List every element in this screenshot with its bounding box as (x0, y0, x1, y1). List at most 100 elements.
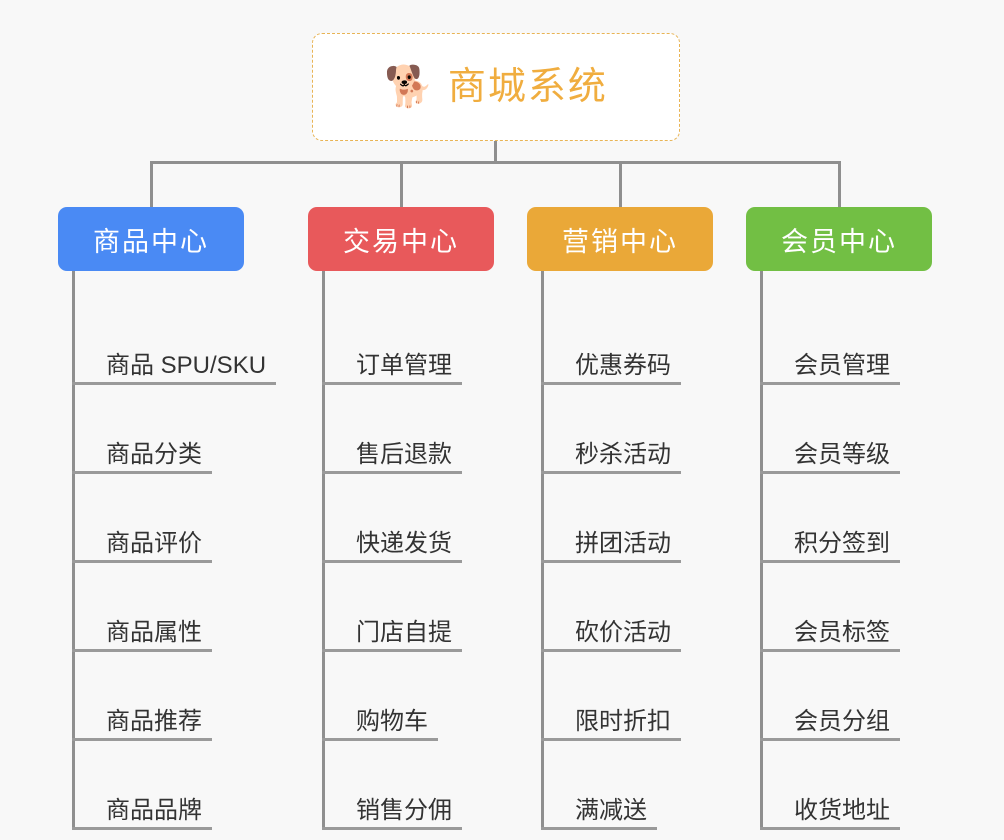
leaf-underline (760, 649, 900, 652)
leaf-item-label: 商品评价 (106, 529, 202, 557)
leaf-item[interactable]: 秒杀活动 (541, 385, 713, 474)
leaf-item[interactable]: 商品品牌 (72, 741, 244, 830)
connector-drop-2 (400, 161, 403, 207)
category-label: 营销中心 (562, 226, 678, 257)
leaf-underline (322, 827, 462, 830)
category-card-1[interactable]: 商品中心 (58, 207, 244, 271)
leaf-item-label: 商品 SPU/SKU (106, 351, 267, 379)
category-label: 商品中心 (93, 226, 209, 257)
leaf-item[interactable]: 商品推荐 (72, 652, 244, 741)
leaf-item[interactable]: 限时折扣 (541, 652, 713, 741)
leaf-list-1: 商品 SPU/SKU 商品分类商品评价商品属性商品推荐商品品牌 (72, 271, 276, 830)
leaf-item[interactable]: 收货地址 (760, 741, 932, 830)
leaf-item[interactable]: 会员等级 (760, 385, 932, 474)
connector-drop-3 (619, 161, 622, 207)
leaf-item[interactable]: 商品 SPU/SKU (72, 296, 276, 385)
leaf-item-label: 会员标签 (794, 618, 890, 646)
leaf-item[interactable]: 积分签到 (760, 474, 932, 563)
category-card-2[interactable]: 交易中心 (308, 207, 494, 271)
leaf-underline (760, 382, 900, 385)
leaf-item-label: 订单管理 (356, 351, 452, 379)
leaf-trunk (541, 271, 544, 830)
leaf-item-label: 商品品牌 (106, 796, 202, 824)
leaf-list-2: 订单管理售后退款快递发货门店自提购物车销售分佣 (322, 271, 494, 830)
leaf-item[interactable]: 售后退款 (322, 385, 494, 474)
leaf-trunk (322, 271, 325, 830)
category-label: 会员中心 (781, 226, 897, 257)
leaf-underline (72, 382, 276, 385)
leaf-item[interactable]: 会员分组 (760, 652, 932, 741)
leaf-underline (72, 738, 212, 741)
connector-drop-1 (150, 161, 153, 207)
connector-bus (150, 161, 841, 164)
leaf-item-label: 砍价活动 (575, 618, 671, 646)
leaf-list-3: 优惠券码秒杀活动拼团活动砍价活动限时折扣满减送 (541, 271, 713, 830)
category-column-4: 会员中心会员管理会员等级积分签到会员标签会员分组收货地址 (746, 207, 932, 830)
leaf-item-label: 积分签到 (794, 529, 890, 557)
leaf-item[interactable]: 满减送 (541, 741, 713, 830)
leaf-item[interactable]: 会员标签 (760, 563, 932, 652)
leaf-item-label: 秒杀活动 (575, 440, 671, 468)
leaf-item[interactable]: 优惠券码 (541, 296, 713, 385)
leaf-item[interactable]: 拼团活动 (541, 474, 713, 563)
leaf-underline (541, 382, 681, 385)
leaf-item-label: 收货地址 (794, 796, 890, 824)
leaf-underline (322, 471, 462, 474)
connector-stem (494, 141, 497, 163)
leaf-item-label: 快递发货 (356, 529, 452, 557)
leaf-item-label: 商品属性 (106, 618, 202, 646)
leaf-underline (760, 560, 900, 563)
leaf-item[interactable]: 门店自提 (322, 563, 494, 652)
leaf-item-label: 会员管理 (794, 351, 890, 379)
leaf-item[interactable]: 销售分佣 (322, 741, 494, 830)
leaf-underline (541, 560, 681, 563)
leaf-item[interactable]: 商品分类 (72, 385, 244, 474)
leaf-underline (322, 560, 462, 563)
category-column-2: 交易中心订单管理售后退款快递发货门店自提购物车销售分佣 (308, 207, 494, 830)
leaf-item-label: 优惠券码 (575, 351, 671, 379)
leaf-underline (541, 649, 681, 652)
root-node-title: 商城系统 (447, 66, 608, 108)
leaf-trunk (760, 271, 763, 830)
leaf-item[interactable]: 商品属性 (72, 563, 244, 652)
leaf-underline (322, 382, 462, 385)
leaf-item-label: 拼团活动 (575, 529, 671, 557)
leaf-underline (72, 649, 212, 652)
connector-drop-4 (838, 161, 841, 207)
category-card-3[interactable]: 营销中心 (527, 207, 713, 271)
category-column-3: 营销中心优惠券码秒杀活动拼团活动砍价活动限时折扣满减送 (527, 207, 713, 830)
leaf-item-label: 购物车 (356, 707, 428, 735)
leaf-list-4: 会员管理会员等级积分签到会员标签会员分组收货地址 (760, 271, 932, 830)
leaf-underline (760, 471, 900, 474)
root-node[interactable]: 🐕 商城系统 (312, 33, 680, 141)
leaf-item-label: 售后退款 (356, 440, 452, 468)
leaf-underline (541, 738, 681, 741)
leaf-item-label: 商品推荐 (106, 707, 202, 735)
category-column-1: 商品中心商品 SPU/SKU 商品分类商品评价商品属性商品推荐商品品牌 (58, 207, 276, 830)
leaf-underline (541, 471, 681, 474)
leaf-item-label: 商品分类 (106, 440, 202, 468)
leaf-item[interactable]: 砍价活动 (541, 563, 713, 652)
leaf-item[interactable]: 会员管理 (760, 296, 932, 385)
leaf-underline (322, 738, 438, 741)
leaf-underline (760, 827, 900, 830)
leaf-underline (322, 649, 462, 652)
leaf-item-label: 门店自提 (356, 618, 452, 646)
leaf-underline (72, 471, 212, 474)
shiba-dog-emoji-icon: 🐕 (384, 65, 434, 109)
leaf-item-label: 会员分组 (794, 707, 890, 735)
leaf-item-label: 限时折扣 (575, 707, 671, 735)
leaf-underline (72, 827, 212, 830)
leaf-underline (541, 827, 657, 830)
leaf-underline (760, 738, 900, 741)
leaf-trunk (72, 271, 75, 830)
leaf-underline (72, 560, 212, 563)
leaf-item[interactable]: 快递发货 (322, 474, 494, 563)
leaf-item[interactable]: 商品评价 (72, 474, 244, 563)
category-card-4[interactable]: 会员中心 (746, 207, 932, 271)
leaf-item-label: 销售分佣 (356, 796, 452, 824)
leaf-item[interactable]: 购物车 (322, 652, 494, 741)
leaf-item[interactable]: 订单管理 (322, 296, 494, 385)
category-label: 交易中心 (343, 226, 459, 257)
